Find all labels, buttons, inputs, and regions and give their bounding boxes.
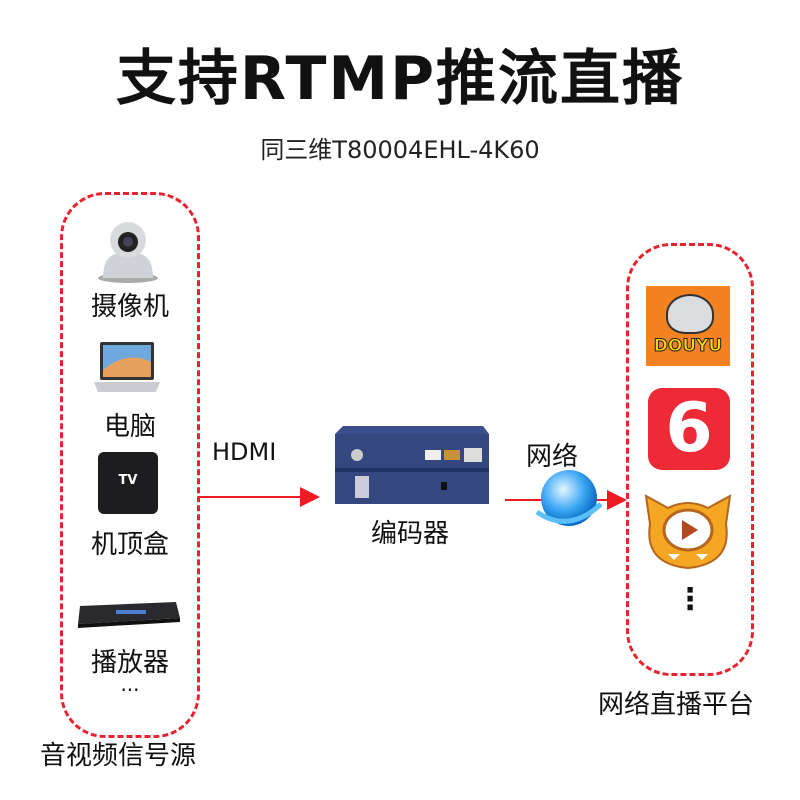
ptz-camera-icon [98,222,158,283]
douyu-wordmark: DOUYU [653,336,723,357]
encoder-label: 编码器 [370,519,449,549]
sources-group-label: 音视频信号源 [40,741,197,771]
source-label-laptop: 电脑 [103,412,156,442]
laptop-icon [94,342,160,392]
source-label-stb: 机顶盒 [90,530,169,560]
source-label-camera: 摄像机 [90,292,169,322]
six-rooms-logo-icon: 6 [648,388,730,470]
media-player-icon [78,602,180,628]
globe-icon [535,470,603,526]
sources-box [60,192,200,738]
hdmi-arrow-line [198,496,302,498]
hdmi-arrow-head [300,487,320,507]
sources-more: ... [120,672,140,696]
network-arrow-head [607,490,627,510]
encoder-device-icon [335,426,489,504]
network-label: 网络 [526,442,579,472]
set-top-box-icon: TV [98,452,158,514]
platforms-more: ⋮ [675,582,705,617]
douyu-logo-icon: DOUYU [646,286,730,366]
platforms-box [626,243,754,676]
platforms-group-label: 网络直播平台 [598,690,755,720]
hdmi-label: HDMI [212,438,277,466]
subtitle: 同三维T80004EHL-4K60 [260,136,540,164]
source-label-player: 播放器 [90,648,169,678]
six-rooms-glyph: 6 [665,389,713,468]
huya-logo-icon [644,494,732,570]
page-title: 支持RTMP推流直播 [115,44,685,114]
